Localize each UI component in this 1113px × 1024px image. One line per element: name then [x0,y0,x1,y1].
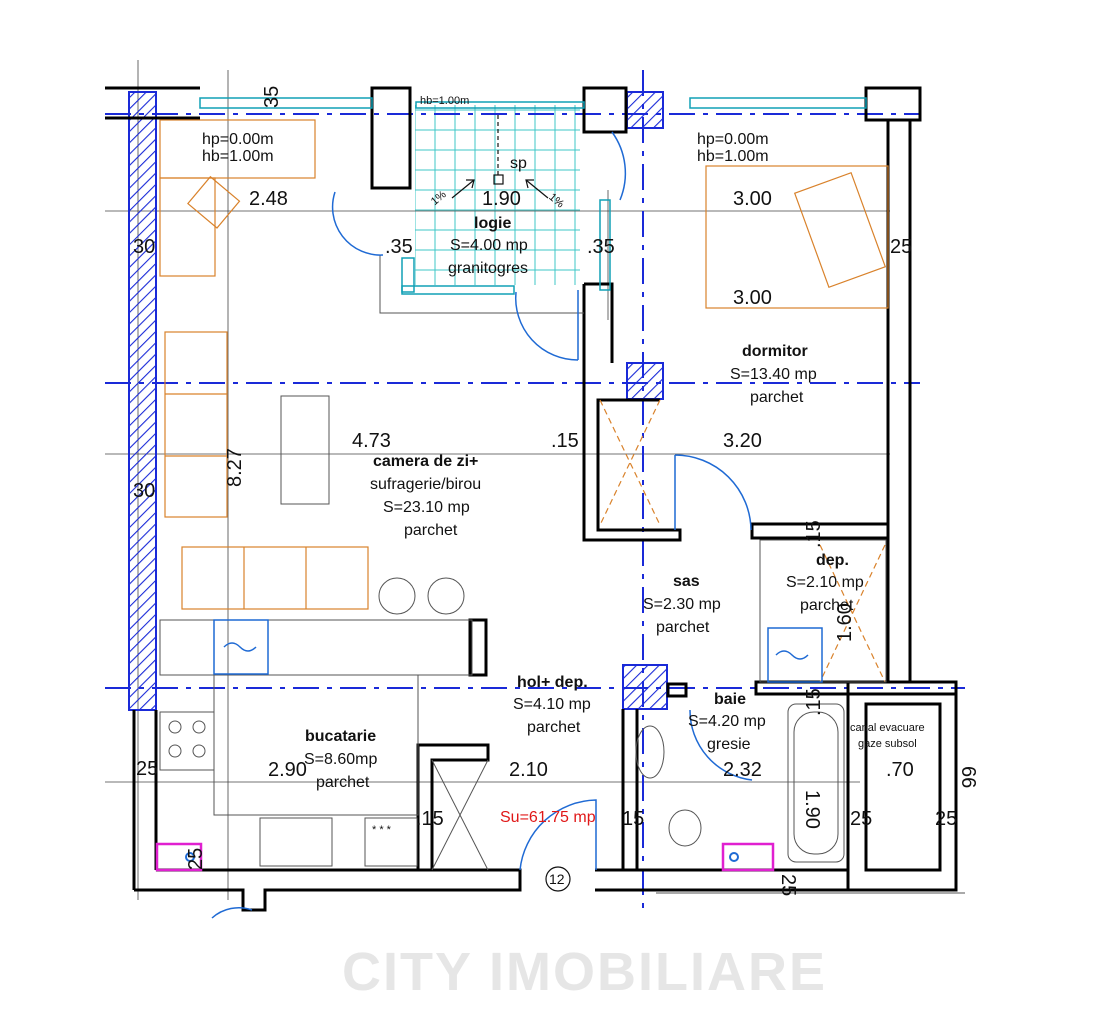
note-unit: 12 [549,871,565,887]
dim-15-baie: .15 [803,688,825,716]
room-hol-area: S=4.10 mp [513,696,591,713]
dim-25-a: 25 [850,808,872,830]
room-hol-name: hol+ dep. [517,674,588,691]
room-sas-floor: parchet [656,619,710,636]
structural-axes [105,70,965,910]
column-mid [626,362,664,400]
dim-190-v: 1.90 [801,790,823,829]
dim-15-b: 15 [622,808,644,830]
note-su: Su=61.75 mp [500,809,596,826]
dim-70: .70 [886,759,914,781]
dim-300-b: 3.00 [733,287,772,309]
note-hb-left: hb=1.00m [202,148,274,165]
room-baie-area: S=4.20 mp [688,713,766,730]
dim-25-bottom-right: 25 [777,874,799,896]
furniture [159,119,889,683]
room-logie-floor: granitogres [448,260,528,277]
dim-300-a: 3.00 [733,188,772,210]
room-dep-floor: parchet [800,597,854,614]
dim-35-top: 35 [261,86,283,108]
dim-473: 4.73 [352,430,391,452]
room-dormitor-name: dormitor [742,343,808,360]
room-baie-name: baie [714,691,746,708]
dim-35-right: .35 [587,236,615,258]
dim-160: 1.60 [834,603,856,642]
dim-290: 2.90 [268,759,307,781]
windows [199,97,867,295]
dim-827: 8.27 [224,448,246,487]
room-logie-area: S=4.00 mp [450,237,528,254]
doors [211,131,753,919]
room-dep-area: S=2.10 mp [786,574,864,591]
dim-25-left: 25 [136,758,158,780]
grid-lines [105,60,890,900]
watermark: CITY IMOBILIARE [342,942,827,1002]
note-hp-left: hp=0.00m [202,131,274,148]
room-sas-area: S=2.30 mp [643,596,721,613]
room-camera-area: S=23.10 mp [383,499,470,516]
note-hb-right: hb=1.00m [697,148,769,165]
room-bucatarie-name: bucatarie [305,728,376,745]
room-baie-floor: gresie [707,736,751,753]
slope-arrows [451,115,549,199]
dim-30-a: 30 [133,236,155,258]
left-column-hatch [128,91,157,711]
dim-232: 2.32 [723,759,762,781]
dim-15-dep: .15 [803,520,825,548]
room-camera-name: camera de zi+ [373,453,478,470]
boiler-boxes [155,842,775,872]
dim-15-a: .15 [416,808,444,830]
note-hb-top: hb=1.00m [420,95,469,107]
dim-25-bottom-left: 25 [185,848,207,870]
walls [105,86,958,912]
room-sas-name: sas [673,573,700,590]
boiler-marker-left [185,852,195,862]
dim-25-right: 25 [890,236,912,258]
room-camera-floor: parchet [404,522,458,539]
dim-210: 2.10 [509,759,548,781]
dim-15-mid: .15 [551,430,579,452]
column-top [626,91,664,129]
dim-30-b: 30 [133,480,155,502]
dim-25-b: 25 [935,808,957,830]
fixtures [159,395,965,894]
room-bucatarie-floor: parchet [316,774,370,791]
appliances [213,619,823,683]
dim-320: 3.20 [723,430,762,452]
room-hol-floor: parchet [527,719,581,736]
room-bucatarie-area: S=8.60mp [304,751,377,768]
dim-35-left: .35 [385,236,413,258]
note-sp: sp [510,155,527,172]
note-canal-1: canal evacuare [850,722,925,734]
boiler-marker-right [729,852,739,862]
room-dormitor-area: S=13.40 mp [730,366,817,383]
dim-66: 66 [957,766,979,788]
room-logie-name: logie [474,215,511,232]
dim-248: 2.48 [249,188,288,210]
unit-circle [545,866,571,892]
room-camera-sub: sufragerie/birou [370,476,481,493]
dim-190: 1.90 [482,188,521,210]
room-dormitor-floor: parchet [750,389,804,406]
note-canal-2: gaze subsol [858,738,917,750]
room-dep-name: dep. [816,552,849,569]
column-bottom [622,664,668,710]
note-stove-dots: * * * [372,824,392,836]
note-hp-right: hp=0.00m [697,131,769,148]
logie-tile-floor [415,105,580,285]
